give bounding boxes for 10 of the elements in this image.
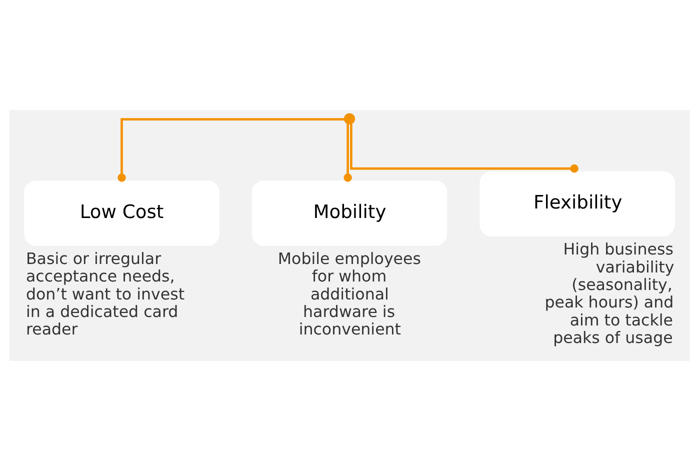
node-label: Mobile employees for whom additional hardware is inconvenient [278, 248, 421, 339]
node-box: Flexibility [480, 171, 675, 236]
node-box: Low Cost [24, 180, 220, 246]
node-label: Basic or irregular acceptance needs, don’t want to invest in a dedicated card reader [26, 248, 185, 339]
node-box: Mobility [252, 180, 448, 246]
node-label: High business variability (seasonality, peak hours) and aim to tackle peaks of usage [544, 240, 674, 347]
node-circle [344, 113, 356, 124]
connector [118, 118, 344, 182]
connector [350, 124, 578, 173]
connector [344, 124, 352, 182]
